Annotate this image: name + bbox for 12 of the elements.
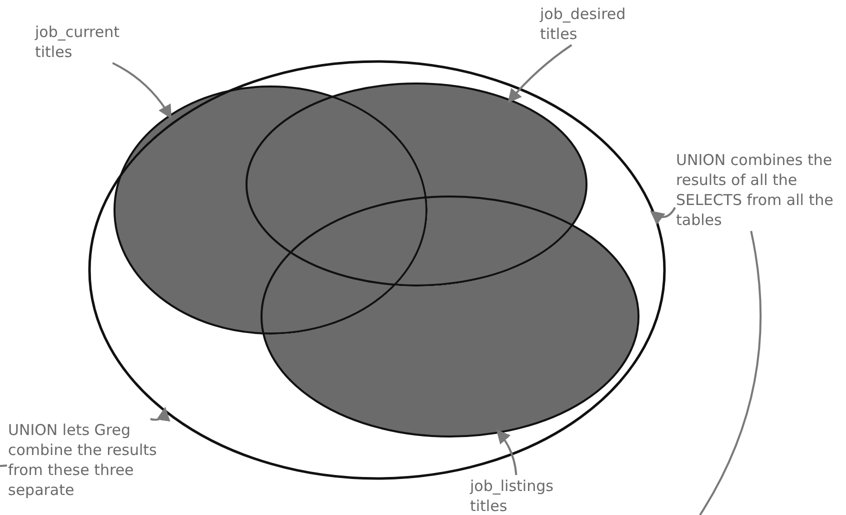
annotation-text: UNION lets Greg combine the results from these three separate <box>8 420 158 500</box>
annotation-text: job_listings titles <box>470 476 554 515</box>
arrow <box>496 429 518 476</box>
arrow <box>150 406 170 422</box>
annotation-text: job_desired titles <box>540 4 627 44</box>
leader-line <box>0 464 8 467</box>
leader-line <box>699 230 762 515</box>
arrow <box>650 207 676 225</box>
arrow <box>508 44 572 104</box>
annotation-text: job_current titles <box>35 22 120 62</box>
arrow <box>112 62 172 119</box>
annotation-text: UNION combines the results of all the SELECTS from all the tables <box>676 150 834 230</box>
